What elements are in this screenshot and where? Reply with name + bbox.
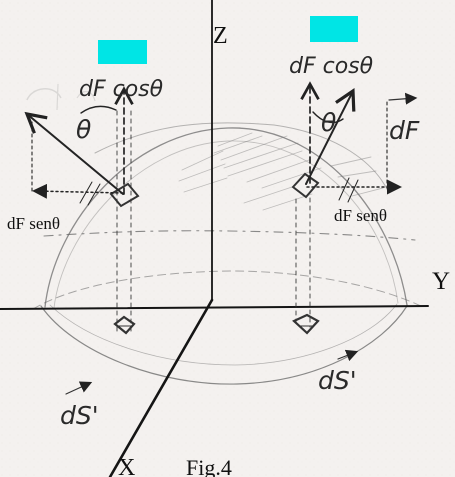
x-axis-line — [108, 298, 214, 477]
right-angle-label: θ — [321, 108, 336, 137]
left-force-vectors — [24, 86, 134, 206]
right-force-vectors — [300, 81, 402, 203]
y-axis-label: Y — [432, 268, 450, 295]
left-projection — [109, 110, 140, 335]
left-force-arrow — [24, 111, 124, 195]
right-force-arrow — [305, 88, 356, 185]
x-axis-label: X — [118, 455, 135, 477]
right-projection — [291, 172, 320, 335]
right-area-element-label: dS' — [318, 366, 357, 395]
left-highlight-box — [98, 40, 147, 64]
right-highlight-box — [310, 16, 358, 42]
y-axis-line — [0, 305, 429, 310]
dome-hatching — [178, 132, 384, 211]
left-vertical-component-label: dF cosθ — [79, 77, 164, 102]
left-angle-label: θ — [76, 115, 91, 144]
hemisphere-sketch — [32, 122, 424, 385]
right-vertical-component-label: dF cosθ — [289, 54, 374, 79]
handwritten-vector-arrows — [65, 92, 418, 395]
coordinate-axes — [0, 0, 429, 477]
z-axis-label: Z — [213, 23, 228, 49]
figure-caption: Fig.4 — [186, 455, 232, 477]
left-horizontal-component-arrow — [32, 183, 124, 199]
erased-handwriting — [26, 83, 96, 111]
right-horizontal-component-label: dF senθ — [334, 206, 387, 225]
right-force-label: dF — [389, 116, 420, 145]
left-horizontal-component-label: dF senθ — [7, 214, 60, 233]
left-area-element-label: dS' — [60, 401, 99, 430]
